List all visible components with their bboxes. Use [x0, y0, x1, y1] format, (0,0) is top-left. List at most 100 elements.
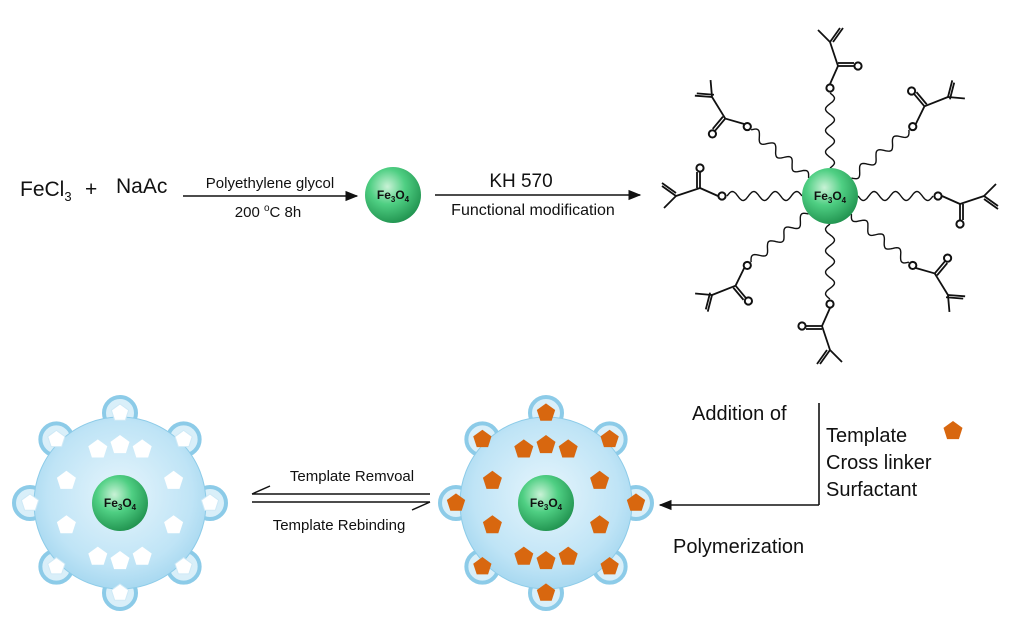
ester-bond [829, 65, 839, 85]
methylene-bond [983, 198, 999, 210]
vinyl-bond [821, 325, 831, 351]
template-pentagon-icon [626, 493, 646, 511]
methylene-bond [694, 94, 713, 98]
step1-condition-below: 200 oC 8h [235, 203, 301, 221]
siloxane-chain [824, 92, 836, 169]
template-pentagon-icon [536, 551, 556, 570]
carbonyl-oxygen [707, 129, 718, 139]
carbonyl-oxygen [942, 253, 953, 263]
siloxane-chain [857, 190, 934, 202]
core-sphere [92, 475, 148, 531]
empty-cavity-icon [174, 429, 193, 448]
vinyl-bond [924, 96, 949, 108]
carbonyl-oxygen [797, 321, 807, 331]
carbonyl-oxygen [743, 296, 754, 306]
siloxane-chain [750, 212, 809, 263]
carbonyl-bond [913, 93, 926, 107]
siloxane-chain [824, 223, 836, 300]
step2-arrow: KH 570 Functional modification [435, 171, 642, 219]
template-pentagon-icon [600, 556, 619, 575]
mip-template-removed: Fe3O4 [12, 395, 228, 611]
template-pentagon-icon [446, 493, 466, 511]
template-pentagon-icon [536, 583, 556, 601]
siloxane-chain [750, 128, 810, 178]
methylene-bond [706, 294, 713, 312]
template-pentagon-icon [590, 515, 610, 534]
core-sphere [365, 167, 421, 223]
template-removal-label: Template Remvoal [290, 468, 414, 485]
template-pentagon-icon [514, 546, 534, 565]
empty-cavity-icon [110, 551, 130, 570]
vinyl-bond [711, 284, 736, 296]
empty-cavity-icon [174, 556, 193, 575]
kh570-chains [661, 27, 999, 365]
methylene-bond [983, 195, 999, 207]
empty-cavity-icon [20, 493, 40, 511]
empty-cavity-icon [47, 429, 66, 448]
empty-cavity-icon [110, 403, 130, 421]
removal-arrow [251, 485, 430, 495]
siloxane-chain [850, 214, 910, 264]
svg-text:FeCl3: FeCl3 [20, 178, 72, 204]
vinyl-bond [829, 41, 839, 67]
ester-bond [725, 117, 745, 125]
addition-block: Addition of Template Cross linker Surfac… [658, 403, 963, 558]
plus-sign: + [85, 178, 97, 201]
carbonyl-oxygen [695, 163, 705, 173]
template-pentagon-icon [473, 556, 492, 575]
ester-bond [941, 195, 961, 205]
vinyl-bond [711, 96, 727, 120]
addition-item-template: Template [826, 425, 907, 447]
methylene-bond [832, 27, 844, 43]
ester-oxygen [933, 191, 943, 201]
core-sphere [518, 475, 574, 531]
methylene-bond [661, 185, 677, 197]
empty-cavity-icon [88, 546, 108, 565]
rebinding-arrow [252, 501, 431, 511]
addition-item-surfactant: Surfactant [826, 479, 918, 501]
empty-cavity-icon [110, 583, 130, 601]
addition-heading: Addition of [692, 403, 787, 425]
template-pentagon-icon [600, 429, 619, 448]
empty-cavity-icon [47, 556, 66, 575]
fe3o4-core-small: Fe3O4 [365, 167, 421, 223]
carbonyl-bond [732, 287, 745, 301]
core-label: Fe3O4 [104, 496, 137, 512]
carbonyl-oxygen [955, 219, 965, 229]
methylene-bond [819, 349, 831, 365]
core-sphere [802, 168, 858, 224]
ester-oxygen [717, 191, 727, 201]
template-pentagon-icon [536, 403, 556, 421]
template-pentagon-icon [482, 515, 502, 534]
ester-oxygen [742, 260, 752, 271]
empty-cavity-icon [200, 493, 220, 511]
methyl-bond [983, 183, 997, 197]
mip-with-template: Fe3O4 [438, 395, 654, 611]
empty-cavity-icon [56, 515, 76, 534]
template-pentagon-icon [558, 439, 578, 458]
template-pentagon-icon [943, 421, 963, 440]
methyl-bond [829, 349, 843, 363]
carbonyl-bond [734, 285, 747, 299]
template-pentagon-icon [473, 429, 492, 448]
ester-bond [914, 105, 926, 125]
ester-oxygen [825, 83, 835, 93]
naac-label: NaAc [116, 175, 167, 198]
reactants: FeCl3 + NaAc [20, 175, 167, 204]
step2-description: Functional modification [451, 202, 615, 219]
step1-arrow: Polyethylene glycol 200 oC 8h [183, 175, 359, 221]
empty-cavity-icon [132, 546, 152, 565]
vinyl-bond [675, 187, 701, 197]
empty-cavity-icon [56, 470, 76, 489]
methylene-bond [816, 349, 828, 365]
methylene-bond [947, 294, 966, 298]
empty-cavity-icon [110, 435, 130, 454]
ester-bond [734, 267, 746, 287]
template-pentagon-icon [590, 470, 610, 489]
fecl3-subscript: 3 [64, 189, 71, 204]
ester-bond [699, 187, 719, 197]
carbonyl-oxygen [906, 86, 917, 96]
template-pentagon-icon [514, 439, 534, 458]
functionalized-fe3o4: Fe3O4 [661, 27, 999, 365]
